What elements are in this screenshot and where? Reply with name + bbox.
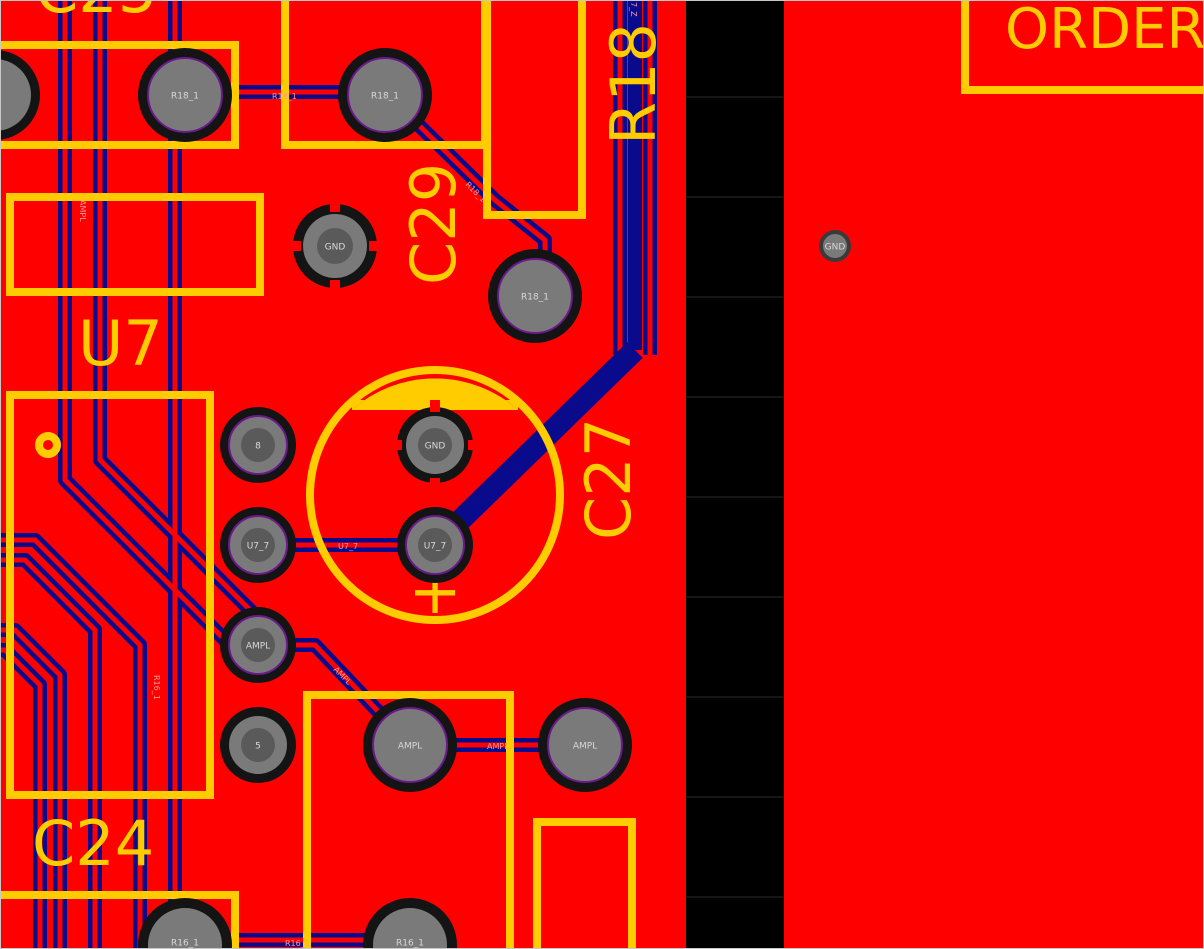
label-c24: C24 [32, 807, 154, 880]
net-labels: R18_1 R18_1 AMPL U7_7 AMPL AMPL R16_1 R1… [78, 2, 638, 948]
label-order: ORDER [1005, 0, 1204, 62]
net-label: R16_1 [285, 939, 310, 948]
pad-label: GND [425, 442, 446, 452]
pad-ampl-a[interactable]: AMPL [363, 698, 457, 792]
pad[interactable] [0, 50, 40, 140]
pad-label: AMPL [398, 742, 422, 752]
pads[interactable]: R18_1 R18_1 R18_1 GND [0, 48, 851, 949]
pad-label: R18_1 [521, 293, 549, 303]
pad-label: AMPL [246, 642, 270, 652]
net-label: R16_1 [152, 675, 161, 700]
pad-label: GND [825, 243, 846, 253]
label-u7: U7 [78, 307, 163, 380]
silkscreen-labels: C25 R18 C29 U7 C27 C24 ORDER [32, 0, 1204, 880]
label-c25: C25 [35, 0, 157, 27]
pad-c27-plus[interactable]: U7_7 [397, 507, 473, 583]
pad-gnd-c29[interactable]: GND [287, 198, 383, 294]
pad-u7-pin8[interactable]: 8 [220, 407, 296, 483]
pad-r16-a[interactable]: R16_1 [138, 898, 232, 949]
pad-label: R18_1 [171, 92, 199, 102]
pad-label: R18_1 [371, 92, 399, 102]
label-c29: C29 [397, 163, 470, 285]
pad-r18-c[interactable]: R18_1 [488, 249, 582, 343]
pad-u7-pin5[interactable]: 5 [220, 707, 296, 783]
net-label: R18_1 [272, 92, 297, 101]
net-label: 7_Z [629, 2, 638, 17]
net-label: AMPL [487, 742, 509, 751]
pad-label: R16_1 [396, 939, 424, 949]
pad-label: AMPL [573, 742, 597, 752]
pad-u7-pin7[interactable]: U7_7 [220, 507, 296, 583]
pad-ampl-b[interactable]: AMPL [538, 698, 632, 792]
label-c27: C27 [572, 418, 645, 540]
pad-r18-a[interactable]: R18_1 [138, 48, 232, 142]
label-r18: R18 [597, 23, 670, 145]
via-gnd-right[interactable]: GND [819, 230, 851, 262]
net-label: AMPL [78, 200, 87, 222]
pad-r18-b[interactable]: R18_1 [338, 48, 432, 142]
pad-label: R16_1 [171, 939, 199, 949]
pad-label: U7_7 [247, 542, 270, 552]
pad-label: GND [325, 243, 346, 253]
pad-label: U7_7 [424, 542, 447, 552]
pad-gnd-c27[interactable]: GND [390, 400, 480, 490]
pad-r16-b[interactable]: R16_1 [363, 898, 457, 949]
pad-label: 5 [255, 742, 261, 752]
net-label: U7_7 [338, 542, 358, 551]
keepout-strip [686, 0, 784, 949]
pad-u7-pin6[interactable]: AMPL [220, 607, 296, 683]
pad-label: 8 [255, 442, 261, 452]
